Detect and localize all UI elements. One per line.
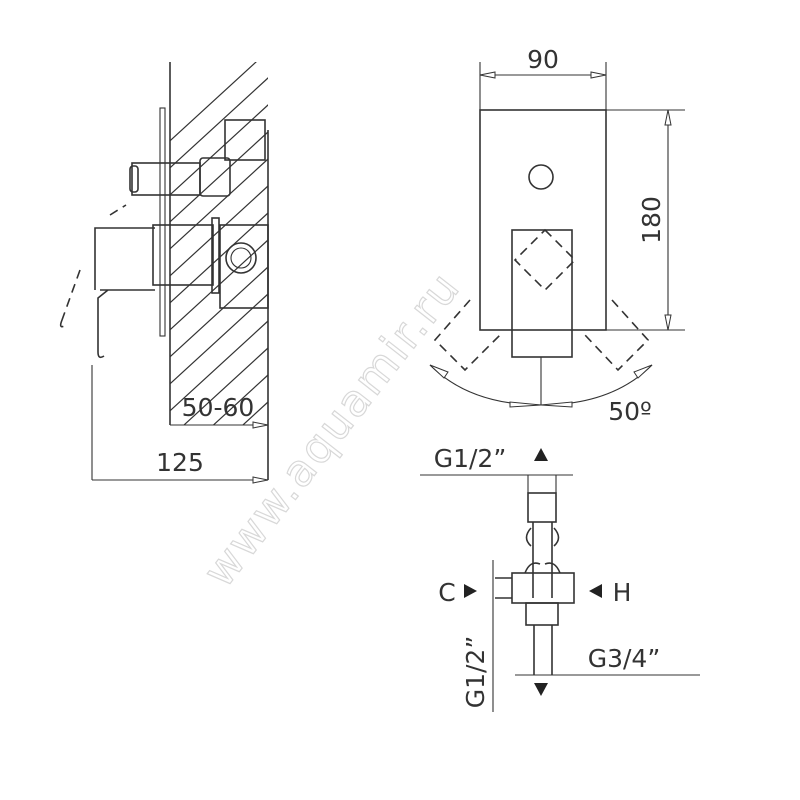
hot-label: H: [613, 578, 632, 607]
hatch-line: [183, 347, 268, 425]
connection-diagram: G1/2” G3/4” C H G1/2”: [420, 444, 700, 712]
cold-label: C: [438, 578, 455, 607]
outlet-ring: [225, 242, 257, 274]
top-outlet-label: G1/2”: [434, 444, 507, 473]
hatch-line: [170, 77, 268, 169]
arrow-right-icon: [464, 584, 477, 598]
cover-plate-front: [479, 109, 607, 331]
hatch-line: [212, 374, 268, 425]
arrow-down-icon: [534, 683, 548, 696]
width-label: 90: [527, 45, 559, 74]
side-inlet-label: G1/2”: [461, 636, 490, 709]
hatch-line: [170, 293, 268, 385]
side-view: 50-60 125: [59, 62, 269, 484]
wall-depth-label: 50-60: [182, 393, 255, 422]
bottom-outlet-label: G3/4”: [588, 644, 661, 673]
hatch-line: [170, 131, 268, 223]
arrow-up-icon: [534, 448, 548, 461]
hatch-line: [170, 62, 257, 142]
height-label: 180: [637, 196, 666, 244]
handle-front: [511, 229, 573, 358]
angle-label: 50º: [608, 397, 652, 426]
hatch-line: [170, 320, 268, 412]
front-view: 90 180 50º: [429, 45, 685, 426]
cover-plate: [159, 107, 166, 337]
total-depth-label: 125: [156, 448, 204, 477]
watermark: www.aquamir.ru: [193, 262, 470, 597]
hatch-line: [170, 104, 268, 196]
diverter-knob: [131, 162, 201, 196]
hatch-line: [170, 158, 268, 250]
hatch-line: [170, 266, 268, 358]
hatch-line: [242, 401, 268, 425]
arrow-left-icon: [589, 584, 602, 598]
lever: [94, 227, 155, 359]
diverter-button: [528, 164, 554, 190]
